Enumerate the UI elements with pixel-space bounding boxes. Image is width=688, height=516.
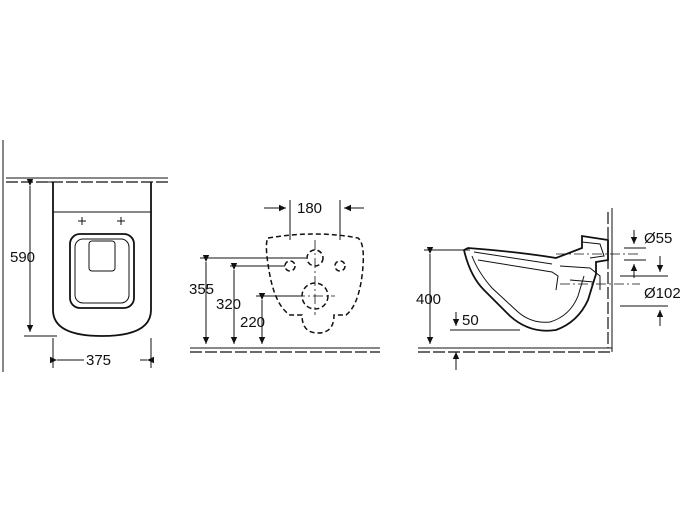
pan-outline-dashed — [265, 233, 365, 334]
side-view: 400 50 Ø55 Ø102 — [416, 208, 681, 370]
dimension-diameter-102: Ø102 — [644, 285, 681, 302]
dimension-50: 50 — [462, 312, 479, 329]
top-view: 590 375 — [6, 177, 168, 369]
seat-opening — [88, 240, 116, 272]
dimension-400: 400 — [416, 291, 441, 308]
bolt-hole-upper-right — [334, 260, 346, 272]
dimension-355: 355 — [189, 281, 214, 298]
fixing-hole-left — [78, 217, 86, 225]
seat-inner — [74, 238, 130, 304]
pan-profile-outer — [462, 234, 609, 332]
dimension-375: 375 — [86, 352, 111, 369]
inlet-spigot — [581, 241, 605, 259]
dimension-320: 320 — [216, 296, 241, 313]
dimension-diameter-55: Ø55 — [644, 230, 672, 247]
bowl-outline-top — [52, 182, 152, 337]
dimension-180: 180 — [297, 200, 322, 217]
pan-profile-inner — [471, 255, 585, 323]
dimension-220: 220 — [240, 314, 265, 331]
dimension-590: 590 — [10, 249, 35, 266]
rim-channel — [473, 251, 559, 291]
seat-outer — [69, 233, 135, 309]
outlet-channel — [559, 265, 601, 290]
front-view: 180 355 320 220 — [189, 200, 380, 353]
fixing-hole-right — [117, 217, 125, 225]
bolt-hole-upper-left — [284, 260, 296, 272]
